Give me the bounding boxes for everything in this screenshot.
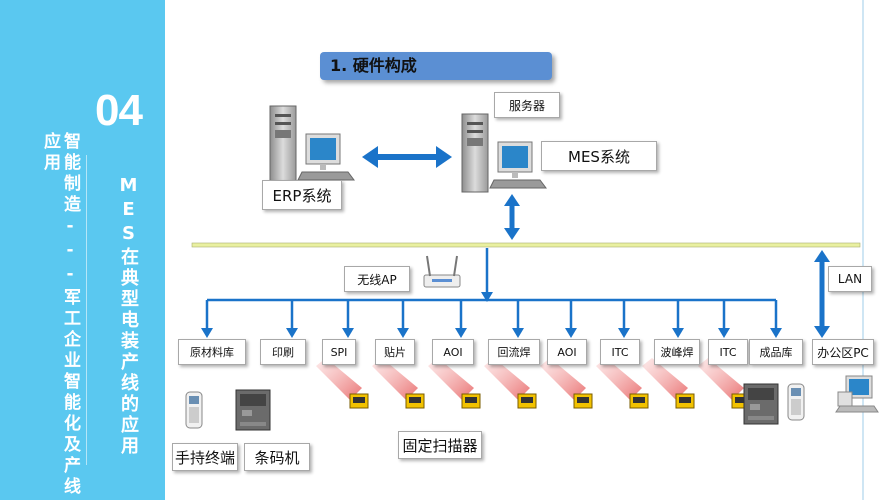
station-drop-arrowhead-8: [618, 328, 630, 338]
bus-drop-arrowhead: [481, 292, 493, 302]
fixed-scanner-icon-7: [641, 357, 695, 409]
office-pc-icon: [835, 375, 879, 413]
station-drop-arrowhead-2: [286, 328, 298, 338]
station-7: AOI: [547, 339, 587, 365]
station-drop-arrowhead-9: [672, 328, 684, 338]
fixed-scanner-icon-6: [595, 357, 649, 409]
station-9: 波峰焊: [654, 339, 700, 365]
station-8: ITC: [600, 339, 640, 365]
station-1: 原材料库: [178, 339, 246, 365]
fixed-scanner-icon-1: [315, 357, 369, 409]
section-number: 04: [95, 86, 143, 135]
station-drop-arrowhead-3: [342, 328, 354, 338]
output-handheld-icon: [787, 383, 805, 421]
fixed-scanner-group: [315, 357, 751, 409]
station-drop-arrowhead-11: [770, 328, 782, 338]
fixed-scanner-icon-5: [539, 357, 593, 409]
mes-bus-link-arrow: [504, 194, 520, 240]
erp-computer-icon: [269, 105, 355, 185]
station-drop-arrows: [201, 300, 782, 338]
section-header: 1. 硬件构成: [320, 52, 552, 80]
sidebar: 04 智能制造---军工企业智能化及产线应用 MES在典型电装产线的应用: [0, 0, 165, 500]
mes-label: MES系统: [541, 141, 657, 171]
output-printer-icon: [743, 383, 779, 425]
station-drop-arrowhead-10: [718, 328, 730, 338]
station-2: 印刷: [260, 339, 306, 365]
fixed-scanner-icon-3: [427, 357, 481, 409]
handheld-terminal-label: 手持终端: [172, 443, 238, 471]
station-6: 回流焊: [488, 339, 540, 365]
wireless-ap-icon: [423, 255, 461, 288]
station-3: SPI: [322, 339, 356, 365]
station-4: 贴片: [375, 339, 415, 365]
erp-label: ERP系统: [262, 180, 342, 210]
sidebar-divider: [86, 155, 87, 465]
server-label: 服务器: [494, 92, 560, 118]
station-drop-arrowhead-5: [455, 328, 467, 338]
station-drop-arrowhead-7: [565, 328, 577, 338]
station-5: AOI: [432, 339, 474, 365]
page-edge-line: [862, 0, 864, 500]
network-bus: [191, 242, 861, 248]
handheld-terminal-icon: [185, 391, 203, 429]
fixed-scanner-icon-8: [697, 357, 751, 409]
station-11: 成品库: [749, 339, 803, 365]
erp-mes-link-arrow: [362, 146, 452, 168]
lan-link-arrow: [814, 250, 830, 338]
fixed-scanner-icon-2: [371, 357, 425, 409]
fixed-scanner-icon-4: [483, 357, 537, 409]
station-10: ITC: [708, 339, 748, 365]
sidebar-chapter-title: MES在典型电装产线的应用: [118, 175, 139, 457]
mes-server-icon: [461, 113, 547, 193]
station-distribution-lines: [207, 248, 776, 302]
station-drop-arrowhead-6: [512, 328, 524, 338]
barcode-printer-icon: [235, 389, 271, 431]
sidebar-series-title: 智能制造---军工企业智能化及产线应用: [40, 132, 80, 498]
barcode-printer-label: 条码机: [244, 443, 310, 471]
wireless-ap-label: 无线AP: [344, 266, 410, 292]
lan-label: LAN: [828, 266, 872, 292]
station-drop-arrowhead-4: [397, 328, 409, 338]
office-pc-label: 办公区PC: [812, 339, 874, 365]
station-drop-arrowhead-1: [201, 328, 213, 338]
fixed-scanner-label: 固定扫描器: [398, 431, 482, 459]
